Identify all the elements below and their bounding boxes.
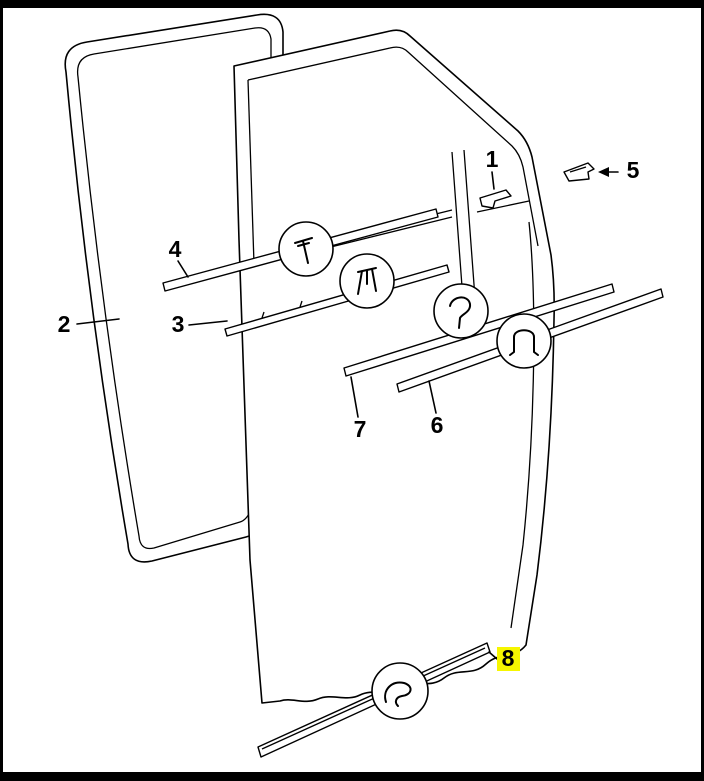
frame-border-left [0, 0, 3, 781]
fastener-callout-rivet [339, 253, 395, 309]
callout-6-label[interactable]: 6 [431, 412, 444, 438]
leader-7 [350, 376, 359, 418]
callout-8-highlighted[interactable]: 8 [497, 645, 520, 671]
quarter-window-divider [451, 149, 476, 301]
leader-3 [188, 320, 228, 326]
leader-4 [177, 260, 189, 278]
fastener-callout-u-clip [496, 313, 552, 369]
callout-1-label[interactable]: 1 [486, 146, 499, 172]
callout-6[interactable]: 6 [431, 412, 444, 438]
leader-lines [76, 167, 619, 660]
callout-2-label[interactable]: 2 [58, 311, 71, 337]
callout-3-label[interactable]: 3 [172, 311, 185, 337]
rear-door-panel [233, 29, 555, 704]
window-frame-inner-line [247, 46, 539, 247]
callout-3[interactable]: 3 [172, 311, 185, 337]
hook-clip-icon [449, 296, 472, 329]
arrowhead-icon [598, 167, 609, 177]
part-5-clip [563, 162, 595, 182]
screw-pin-icon [294, 237, 313, 264]
fastener-callout-sill-clip [371, 662, 429, 720]
leader-8 [488, 651, 498, 660]
quarter-window-sill [476, 200, 530, 213]
frame-border-top [0, 0, 704, 8]
callout-1[interactable]: 1 [486, 146, 499, 172]
frame-border-right [701, 0, 704, 781]
u-clip-icon [509, 329, 539, 356]
callout-5[interactable]: 5 [627, 157, 640, 183]
callout-4[interactable]: 4 [169, 236, 182, 262]
leader-6 [428, 380, 437, 414]
sill-clip-icon [384, 681, 412, 707]
door-seal-outline [64, 13, 284, 563]
leader-1 [491, 171, 495, 190]
callout-8-highlight-box[interactable] [497, 647, 520, 671]
callout-8-label[interactable]: 8 [502, 645, 515, 671]
callout-4-label[interactable]: 4 [169, 236, 182, 262]
callout-2[interactable]: 2 [58, 311, 71, 337]
part-1-window-guide-bracket [479, 189, 512, 209]
window-frame-front-edge [247, 79, 255, 265]
callout-5-label[interactable]: 5 [627, 157, 640, 183]
expanding-rivet-icon [357, 267, 377, 295]
door-outer-outline [233, 29, 555, 704]
fastener-callout-hook-clip [433, 283, 489, 339]
frame-border-bottom [0, 772, 704, 781]
door-rear-inner-edge [510, 221, 535, 629]
leader-5-arrow [598, 167, 619, 177]
fastener-callout-screw [278, 221, 334, 277]
leader-2 [76, 318, 120, 325]
callout-7[interactable]: 7 [354, 416, 367, 442]
callout-7-label[interactable]: 7 [354, 416, 367, 442]
